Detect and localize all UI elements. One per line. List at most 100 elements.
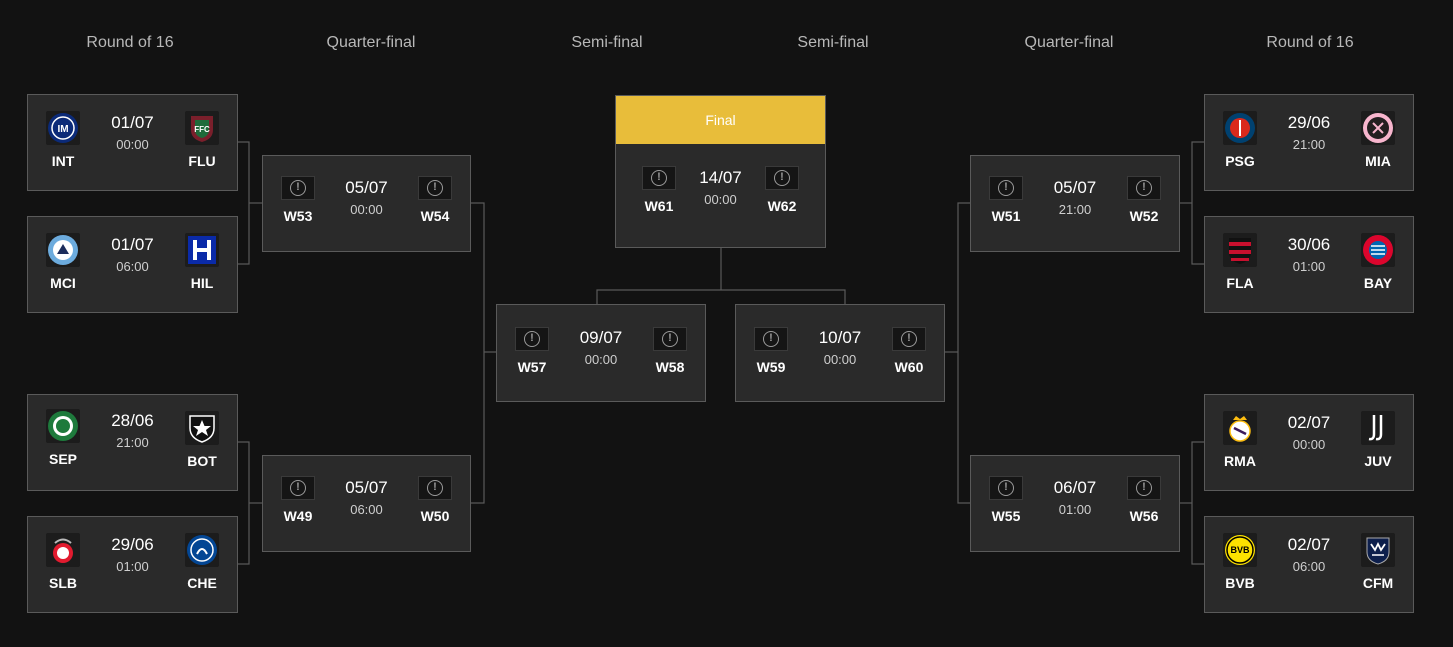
match-time: 01:00 bbox=[1292, 259, 1326, 274]
final-label: Final bbox=[616, 96, 825, 144]
unknown-team-icon: ! bbox=[892, 327, 926, 351]
flamengo-crest-icon bbox=[1223, 233, 1257, 267]
match-card-psg-mia[interactable]: PSG 29/06 21:00 MIA bbox=[1204, 94, 1414, 191]
man-city-crest-icon bbox=[46, 233, 80, 267]
real-madrid-crest-icon bbox=[1223, 411, 1257, 445]
match-time: 00:00 bbox=[116, 137, 149, 152]
match-date: 29/06 bbox=[111, 535, 154, 554]
title-round-of-16-left: Round of 16 bbox=[86, 34, 174, 51]
unknown-team-icon: ! bbox=[754, 327, 788, 351]
team-code-home: SLB bbox=[49, 575, 77, 591]
match-card-sf-w59-w60[interactable]: ! W59 10/07 00:00 ! W60 bbox=[735, 304, 945, 402]
inter-crest-icon: IM bbox=[46, 111, 80, 145]
palmeiras-crest-icon bbox=[46, 409, 80, 443]
unknown-team-icon: ! bbox=[989, 176, 1023, 200]
match-card-qf-w55-w56[interactable]: ! W55 06/07 01:00 ! W56 bbox=[970, 455, 1180, 552]
team-code-away: W62 bbox=[767, 198, 797, 214]
match-date: 01/07 bbox=[111, 235, 154, 254]
unknown-team-icon: ! bbox=[989, 476, 1023, 500]
team-code-home: W61 bbox=[644, 198, 674, 214]
team-code-away: FLU bbox=[188, 153, 216, 169]
team-code-away: BOT bbox=[187, 453, 217, 469]
unknown-team-icon: ! bbox=[418, 476, 452, 500]
match-date: 02/07 bbox=[1287, 413, 1331, 432]
svg-text:BVB: BVB bbox=[1230, 545, 1250, 555]
match-time: 21:00 bbox=[1058, 202, 1092, 217]
svg-text:FFC: FFC bbox=[194, 125, 210, 134]
team-code-home: PSG bbox=[1225, 153, 1255, 169]
match-card-mci-hil[interactable]: MCI 01/07 06:00 HIL bbox=[27, 216, 238, 313]
match-card-qf-w51-w52[interactable]: ! W51 05/07 21:00 ! W52 bbox=[970, 155, 1180, 252]
match-card-slb-che[interactable]: SLB 29/06 01:00 CHE bbox=[27, 516, 238, 613]
team-code-home: INT bbox=[51, 153, 75, 169]
match-date: 06/07 bbox=[1053, 478, 1097, 497]
title-quarter-final-left: Quarter-final bbox=[326, 34, 416, 51]
team-code-away: W52 bbox=[1129, 208, 1159, 224]
psg-crest-icon bbox=[1223, 111, 1257, 145]
match-card-bvb-cfm[interactable]: BVB BVB 02/07 06:00 CFM bbox=[1204, 516, 1414, 613]
team-code-home: W55 bbox=[991, 508, 1021, 524]
title-quarter-final-right: Quarter-final bbox=[1024, 34, 1114, 51]
match-date: 02/07 bbox=[1287, 535, 1331, 554]
match-time: 21:00 bbox=[1292, 137, 1326, 152]
inter-miami-crest-icon bbox=[1361, 111, 1395, 145]
match-card-sep-bot[interactable]: SEP 28/06 21:00 BOT bbox=[27, 394, 238, 491]
team-code-home: SEP bbox=[48, 451, 77, 467]
team-code-home: BVB bbox=[1225, 575, 1255, 591]
team-code-home: MCI bbox=[50, 275, 76, 291]
team-code-home: W57 bbox=[517, 359, 547, 375]
team-code-home: W59 bbox=[756, 359, 786, 375]
match-date: 01/07 bbox=[111, 113, 154, 132]
match-time: 00:00 bbox=[1292, 437, 1326, 452]
monterrey-crest-icon bbox=[1361, 533, 1395, 567]
match-time: 00:00 bbox=[350, 202, 383, 217]
team-code-away: CHE bbox=[187, 575, 217, 591]
team-code-away: MIA bbox=[1365, 153, 1391, 169]
match-date: 10/07 bbox=[818, 328, 862, 347]
match-date: 30/06 bbox=[1287, 235, 1331, 254]
match-time: 06:00 bbox=[350, 502, 383, 517]
benfica-crest-icon bbox=[46, 533, 80, 567]
team-code-away: W58 bbox=[655, 359, 685, 375]
dortmund-crest-icon: BVB bbox=[1223, 533, 1257, 567]
match-date: 28/06 bbox=[111, 411, 154, 430]
unknown-team-icon: ! bbox=[653, 327, 687, 351]
match-date: 14/07 bbox=[699, 168, 742, 187]
unknown-team-icon: ! bbox=[281, 176, 315, 200]
bayern-crest-icon bbox=[1361, 233, 1395, 267]
match-time: 00:00 bbox=[823, 352, 857, 367]
match-card-sf-w57-w58[interactable]: ! W57 09/07 00:00 ! W58 bbox=[496, 304, 706, 402]
match-time: 06:00 bbox=[1292, 559, 1326, 574]
match-card-qf-w53-w54[interactable]: ! W53 05/07 00:00 ! W54 bbox=[262, 155, 471, 252]
match-date: 29/06 bbox=[1287, 113, 1331, 132]
match-time: 01:00 bbox=[1058, 502, 1092, 517]
svg-text:IM: IM bbox=[57, 124, 68, 135]
match-card-int-flu[interactable]: IM INT 01/07 00:00 FFC FLU bbox=[27, 94, 238, 191]
unknown-team-icon: ! bbox=[1127, 476, 1161, 500]
match-date: 09/07 bbox=[579, 328, 623, 347]
team-code-away: HIL bbox=[190, 275, 214, 291]
title-semi-final-right: Semi-final bbox=[797, 34, 869, 51]
unknown-team-icon: ! bbox=[1127, 176, 1161, 200]
match-time: 06:00 bbox=[116, 259, 149, 274]
unknown-team-icon: ! bbox=[515, 327, 549, 351]
title-semi-final-left: Semi-final bbox=[571, 34, 643, 51]
match-time: 00:00 bbox=[584, 352, 618, 367]
unknown-team-icon: ! bbox=[765, 166, 799, 190]
match-card-final[interactable]: Final ! W61 14/07 00:00 ! W62 bbox=[615, 95, 826, 248]
match-card-fla-bay[interactable]: FLA 30/06 01:00 BAY bbox=[1204, 216, 1414, 313]
unknown-team-icon: ! bbox=[281, 476, 315, 500]
team-code-home: W49 bbox=[283, 508, 313, 524]
match-card-rma-juv[interactable]: RMA 02/07 00:00 JUV bbox=[1204, 394, 1414, 491]
match-date: 05/07 bbox=[1053, 178, 1097, 197]
match-time: 00:00 bbox=[704, 192, 737, 207]
match-time: 21:00 bbox=[116, 435, 149, 450]
match-card-qf-w49-w50[interactable]: ! W49 05/07 06:00 ! W50 bbox=[262, 455, 471, 552]
team-code-away: CFM bbox=[1362, 575, 1394, 591]
team-code-home: FLA bbox=[1226, 275, 1254, 291]
team-code-home: RMA bbox=[1224, 453, 1256, 469]
chelsea-crest-icon bbox=[185, 533, 219, 567]
team-code-away: W60 bbox=[894, 359, 924, 375]
team-code-home: W51 bbox=[991, 208, 1021, 224]
